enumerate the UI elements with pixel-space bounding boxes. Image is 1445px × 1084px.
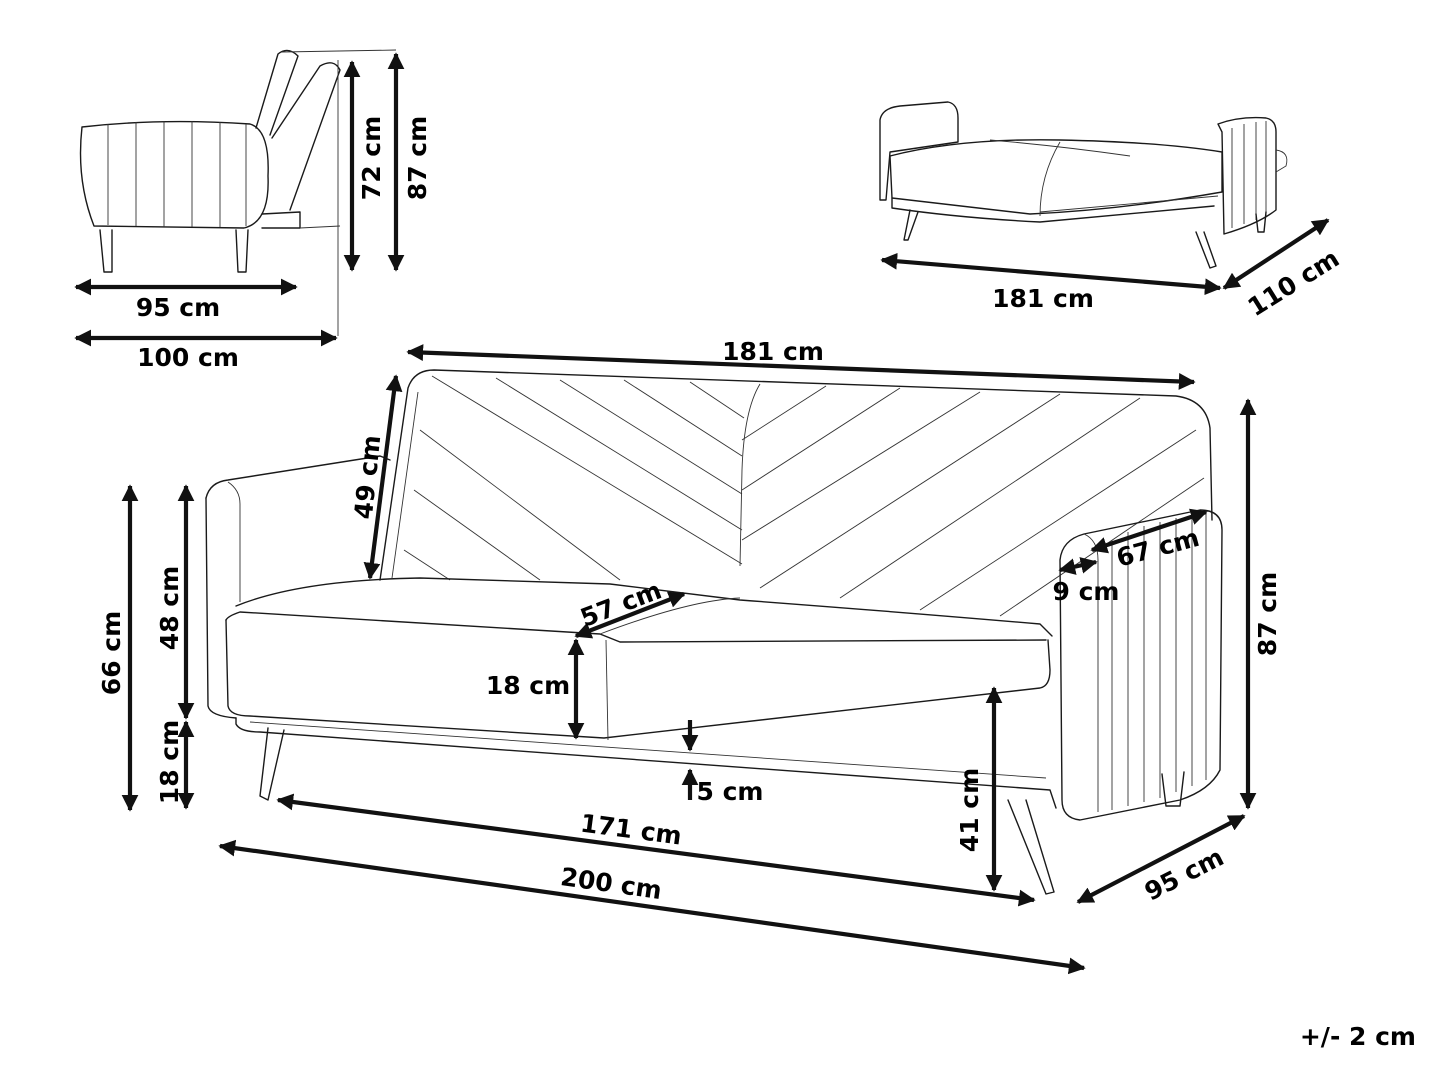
leg-height-label: 18 cm — [155, 720, 184, 804]
bed-width-arrow — [880, 252, 1222, 296]
arm-height-label: 48 cm — [155, 566, 184, 650]
seat-channel-lines — [107, 121, 247, 227]
arm-width-arrow — [1058, 557, 1098, 575]
arm-depth-arrow — [1090, 508, 1208, 554]
seat-depth-arrow — [574, 591, 686, 639]
right-arm-channel-lines — [1111, 512, 1207, 810]
total-height-left-label: 66 cm — [97, 611, 126, 695]
total-height-right-label: 87 cm — [1253, 572, 1282, 656]
side-back-height-label: 72 cm — [357, 116, 386, 200]
side-total-height-label: 87 cm — [403, 116, 432, 200]
backrest-chevron-lines — [403, 375, 1205, 617]
cushion-thickness-label: 18 cm — [486, 671, 570, 700]
side-bed-depth-label: 100 cm — [137, 343, 239, 372]
total-width-label: 200 cm — [559, 862, 664, 905]
total-depth-label: 95 cm — [1140, 842, 1228, 906]
side-view-drawing — [79, 49, 397, 336]
total-width-arrow — [218, 839, 1086, 975]
total-depth-arrow — [1076, 814, 1246, 904]
seat-height-label: 41 cm — [955, 768, 984, 852]
tolerance-note: +/- 2 cm — [1300, 1022, 1416, 1051]
back-width-arrow — [406, 344, 1196, 390]
arm-width-label: 9 cm — [1053, 577, 1120, 606]
back-height-arrow — [363, 374, 403, 580]
back-width-label: 181 cm — [722, 337, 824, 366]
frame-gap-label: 5 cm — [697, 777, 764, 806]
inner-width-label: 171 cm — [579, 809, 684, 851]
bed-width-label: 181 cm — [992, 284, 1094, 313]
side-seat-depth-label: 95 cm — [136, 293, 220, 322]
bed-length-label: 110 cm — [1243, 244, 1345, 323]
bed-view-drawing — [879, 101, 1288, 269]
bed-length-arrow — [1222, 218, 1330, 290]
